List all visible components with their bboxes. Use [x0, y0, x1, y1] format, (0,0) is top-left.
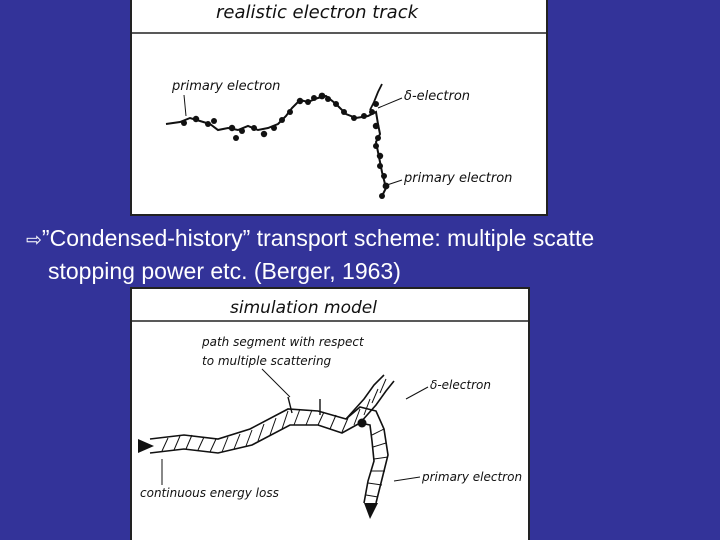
- simulation-model-drawing: simulation model path segment with respe…: [132, 298, 528, 519]
- segment-tick-1: [287, 396, 293, 414]
- caption-line-1: ⇨”Condensed-history” transport scheme: m…: [26, 220, 594, 259]
- entry-arrow-icon: [138, 439, 154, 453]
- hatched-path-band: [149, 374, 395, 504]
- label-primary-electron-bottom: primary electron: [403, 171, 512, 186]
- delta-electron-track: [369, 83, 383, 111]
- leader-path-segment: [261, 368, 291, 398]
- interaction-dot: [357, 418, 367, 428]
- simulation-model-figure: simulation model path segment with respe…: [130, 287, 530, 540]
- arrow-bullet-icon: ⇨: [26, 230, 42, 251]
- label-primary-electron-sim: primary electron: [421, 470, 522, 484]
- leader-primary-sim: [393, 476, 421, 482]
- leader-delta-top: [377, 97, 403, 109]
- realistic-track-drawing: realistic electron track primary electro…: [132, 2, 546, 199]
- primary-electron-track: [165, 94, 388, 197]
- label-path-segment-line1: path segment with respect: [201, 335, 365, 349]
- hatch-marks: [161, 378, 389, 498]
- label-delta-electron-bottom: δ-electron: [430, 378, 491, 392]
- caption-text-1: ”Condensed-history” transport scheme: mu…: [41, 225, 595, 251]
- label-path-segment-line2: to multiple scattering: [202, 354, 332, 368]
- interaction-points: [181, 92, 390, 199]
- label-primary-electron-top: primary electron: [171, 79, 280, 94]
- realistic-track-title: realistic electron track: [216, 2, 420, 23]
- leader-primary-top: [183, 94, 187, 117]
- label-delta-electron-top: δ-electron: [404, 89, 470, 104]
- leader-delta-bottom: [405, 386, 429, 400]
- realistic-track-figure: realistic electron track primary electro…: [130, 0, 548, 216]
- caption-line-2: stopping power etc. (Berger, 1963): [48, 258, 401, 284]
- simulation-model-title: simulation model: [230, 298, 377, 318]
- label-continuous-energy-loss: continuous energy loss: [140, 486, 279, 500]
- exit-arrow-icon: [364, 503, 378, 519]
